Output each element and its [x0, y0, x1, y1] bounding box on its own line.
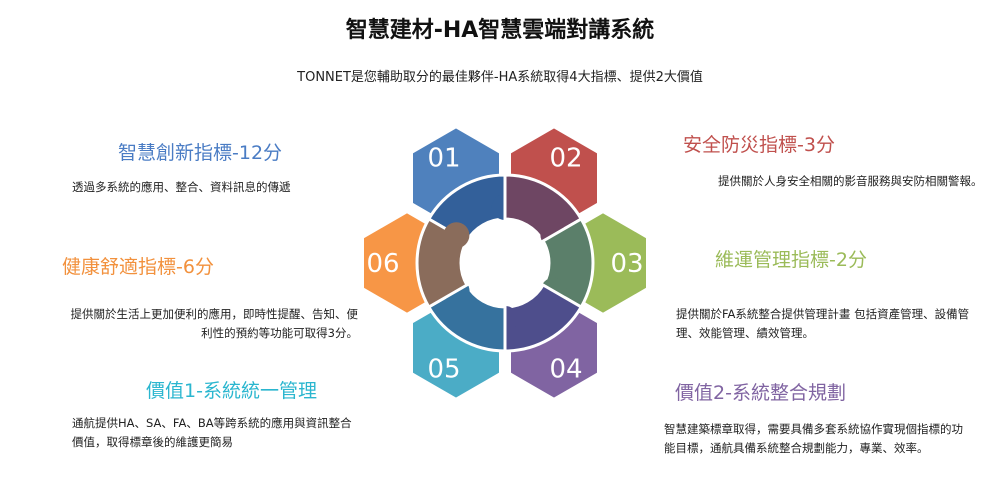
heading-value-2: 價值2-系統整合規劃: [675, 382, 846, 404]
hexagon-number-03: 03: [610, 249, 643, 279]
desc-safety: 提供關於人身安全相關的影音服務與安防相關警報。: [718, 174, 983, 188]
page-title: 智慧建材-HA智慧雲端對講系統: [345, 18, 655, 43]
desc-smart-innovation: 透過多系統的應用、整合、資料訊息的傳遞: [72, 180, 291, 194]
hexagon-number-04: 04: [549, 355, 582, 385]
page-subtitle: TONNET是您輔助取分的最佳夥伴-HA系統取得4大指標、提供2大價值: [297, 70, 703, 85]
center-hole: [463, 221, 547, 305]
desc-value-1: 通航提供HA、SA、FA、BA等跨系統的應用與資訊整合價值，取得標章後的維護更簡…: [72, 416, 352, 449]
heading-value-1: 價值1-系統統一管理: [146, 380, 317, 402]
hexagon-diagram: 01 02 03 04 05 06: [360, 123, 650, 403]
desc-value-2: 智慧建築標章取得，需要具備多套系統協作實現個指標的功能目標，通航具備系統整合規劃…: [664, 422, 963, 455]
hexagon-number-01: 01: [427, 143, 460, 173]
hexagon-number-06: 06: [366, 249, 399, 279]
hexagon-number-02: 02: [549, 143, 582, 173]
desc-maintenance: 提供關於FA系統整合提供管理計畫 包括資產管理、設備管理、效能管理、績效管理。: [676, 307, 970, 340]
heading-safety: 安全防災指標-3分: [683, 134, 835, 156]
heading-smart-innovation: 智慧創新指標-12分: [118, 142, 283, 164]
puzzle-knob-06: [443, 222, 470, 249]
hexagon-number-05: 05: [427, 355, 460, 385]
heading-health-comfort: 健康舒適指標-6分: [62, 256, 214, 278]
desc-health-comfort: 提供關於生活上更加便利的應用，即時性提醒、告知、便利性的預約等功能可取得3分。: [70, 307, 359, 340]
heading-maintenance: 維運管理指標-2分: [715, 249, 867, 271]
